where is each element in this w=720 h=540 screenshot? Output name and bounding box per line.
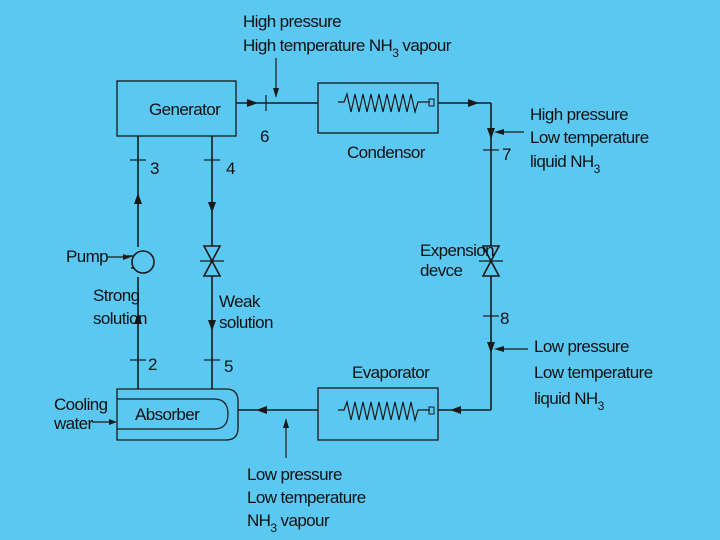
evaporator-coil bbox=[338, 399, 430, 423]
right-top-annotation-line3: liquid NH3 bbox=[530, 152, 601, 176]
cooling-water-arrow bbox=[109, 419, 117, 425]
right-top-annotation-line2: Low temperature bbox=[530, 128, 649, 147]
expansion-valve-top bbox=[481, 245, 501, 263]
generator-box bbox=[116, 80, 237, 137]
expansion-valve-bottom bbox=[481, 259, 501, 277]
top-annotation-text: High temperature NH bbox=[243, 36, 392, 55]
right-bottom-annotation-line1: Low pressure bbox=[534, 337, 629, 356]
bottom-annotation-text: NH bbox=[247, 511, 270, 530]
strong-solution-label-1: Strong bbox=[93, 286, 140, 305]
flow-arrow bbox=[208, 320, 216, 331]
right-bottom-annotation-line3: liquid NH3 bbox=[534, 389, 605, 413]
top-annotation-line2: High temperature NH3 vapour bbox=[243, 36, 452, 60]
weak-solution-label-2: solution bbox=[219, 313, 273, 332]
generator-label: Generator bbox=[149, 100, 221, 119]
pump-symbol bbox=[131, 250, 155, 274]
cooling-water-label-2: water bbox=[53, 414, 94, 433]
bottom-annotation-tail: vapour bbox=[276, 511, 329, 530]
pump-leader-arrow bbox=[123, 254, 131, 260]
condensor-coil-end bbox=[428, 98, 435, 107]
state-point-6: 6 bbox=[260, 127, 269, 146]
top-annotation-arrow bbox=[273, 88, 279, 98]
evaporator-coil-end bbox=[428, 406, 435, 415]
right-top-annotation-sub: 3 bbox=[594, 162, 601, 176]
state-point-5: 5 bbox=[224, 357, 233, 376]
evaporator-box bbox=[317, 387, 439, 441]
pump-label: Pump bbox=[66, 247, 108, 266]
expansion-device-label-2: devce bbox=[420, 261, 463, 280]
state-point-3: 3 bbox=[150, 159, 159, 178]
flow-arrow bbox=[450, 406, 461, 414]
weak-valve-bottom bbox=[202, 259, 222, 277]
weak-valve-top bbox=[202, 245, 222, 263]
right-top-annotation-line1: High pressure bbox=[530, 105, 628, 124]
strong-solution-label-2: solution bbox=[93, 309, 147, 328]
flow-arrow bbox=[487, 342, 495, 353]
state-point-8: 8 bbox=[500, 309, 509, 328]
right-bottom-annotation-sub: 3 bbox=[598, 399, 605, 413]
weak-solution-label-1: Weak bbox=[219, 292, 261, 311]
state-point-7: 7 bbox=[502, 145, 511, 164]
top-annotation-sub: 3 bbox=[392, 46, 399, 60]
flow-arrow bbox=[468, 99, 479, 107]
flow-arrow bbox=[208, 202, 216, 213]
condensor-coil bbox=[338, 91, 430, 115]
flow-arrow bbox=[134, 313, 142, 324]
bottom-annotation-sub: 3 bbox=[270, 521, 277, 535]
bottom-annotation-line2: Low temperature bbox=[247, 488, 366, 507]
flow-arrow bbox=[247, 99, 258, 107]
absorber-label: Absorber bbox=[135, 405, 200, 424]
condensor-box bbox=[317, 82, 439, 134]
flow-arrow bbox=[487, 128, 495, 139]
state-point-2: 2 bbox=[148, 355, 157, 374]
right-bottom-annotation-line2: Low temperature bbox=[534, 363, 653, 382]
right-bottom-annotation-text: liquid NH bbox=[534, 389, 598, 408]
flow-arrow bbox=[134, 193, 142, 204]
absorber-coil bbox=[117, 398, 229, 430]
bottom-annotation-arrow bbox=[283, 418, 289, 428]
top-annotation-line1: High pressure bbox=[243, 12, 341, 31]
absorber-box bbox=[116, 388, 239, 441]
condensor-label: Condensor bbox=[347, 143, 426, 162]
state-point-4: 4 bbox=[226, 159, 235, 178]
flow-arrow bbox=[256, 406, 267, 414]
evaporator-label: Evaporator bbox=[352, 363, 430, 382]
right-top-annotation-arrow bbox=[494, 129, 504, 135]
right-top-annotation-text: liquid NH bbox=[530, 152, 594, 171]
right-bottom-annotation-arrow bbox=[494, 346, 504, 352]
bottom-annotation-line3: NH3 vapour bbox=[247, 511, 330, 535]
expansion-device-label-1: Expension bbox=[420, 241, 494, 260]
top-annotation-tail: vapour bbox=[398, 36, 451, 55]
bottom-annotation-line1: Low pressure bbox=[247, 465, 342, 484]
cooling-water-label-1: Cooling bbox=[54, 395, 108, 414]
